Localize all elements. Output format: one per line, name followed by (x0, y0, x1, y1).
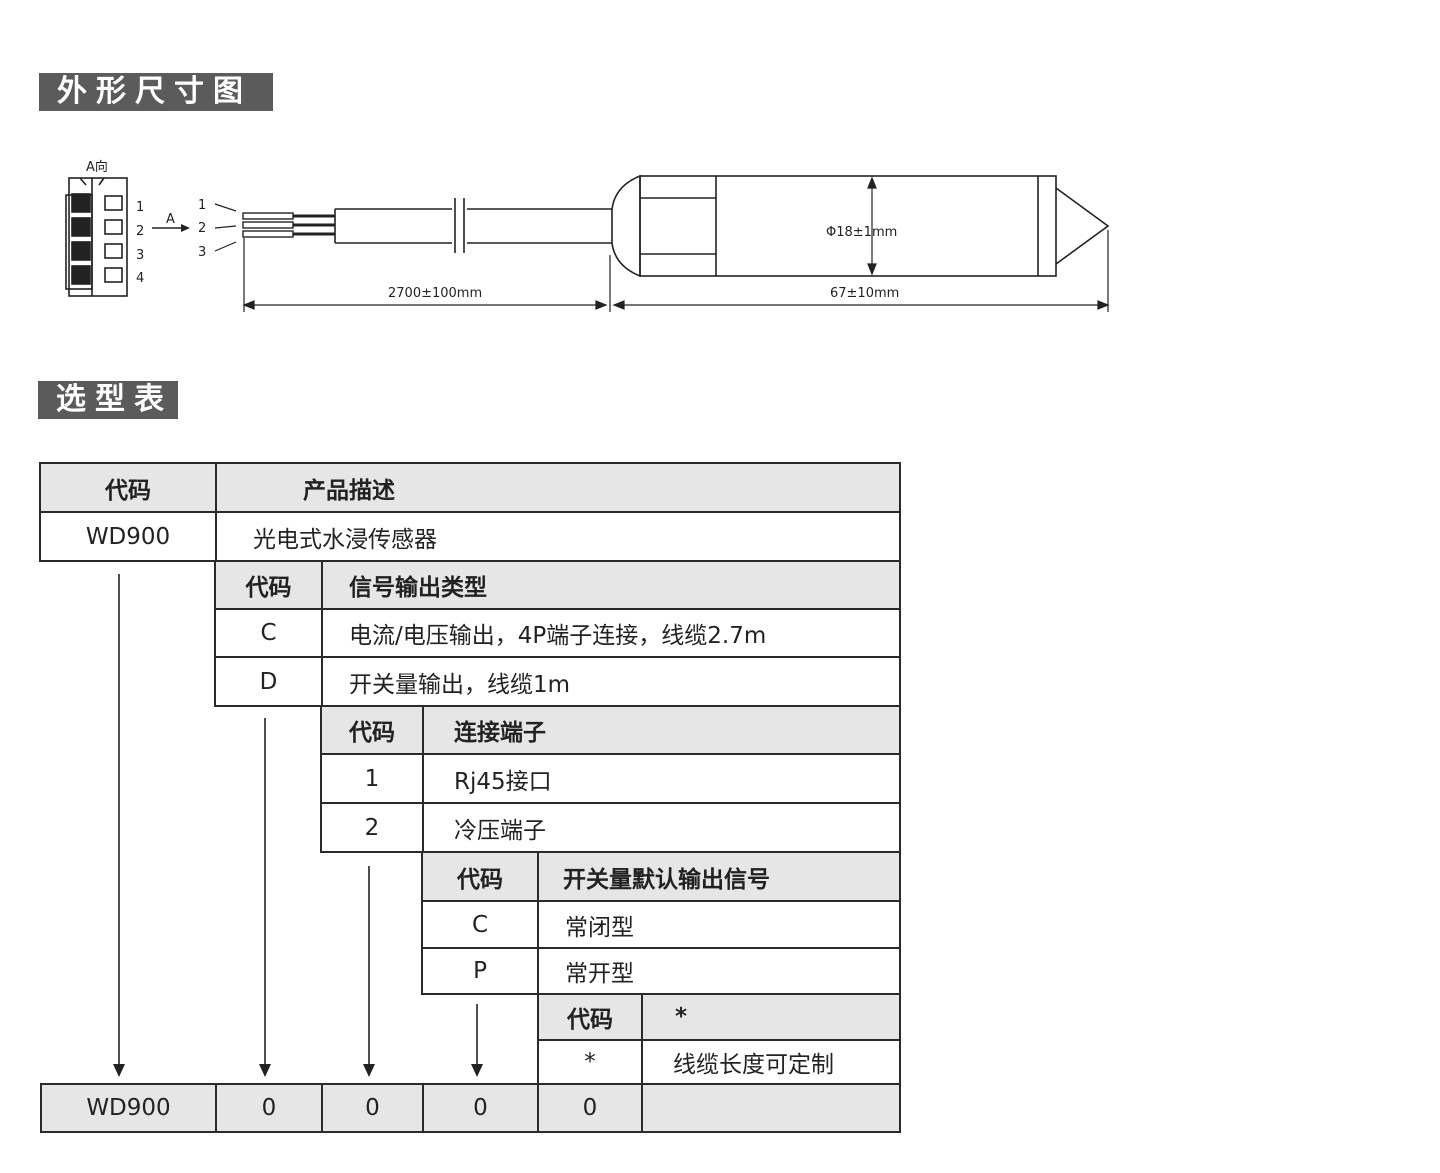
signal-header-code: 代码 (214, 560, 323, 610)
pin-slot (104, 267, 123, 283)
pin-block (71, 193, 91, 213)
view-label: A向 (86, 159, 108, 175)
cable-wires (242, 212, 335, 238)
pin-number: 2 (136, 224, 144, 239)
pin-block (71, 217, 91, 237)
wire-number: 3 (198, 245, 206, 260)
pin-slot (104, 219, 123, 235)
terminal-header-code: 代码 (320, 705, 424, 755)
terminal-header-desc: 连接端子 (422, 705, 901, 755)
pin-slot (104, 195, 123, 211)
wire-number: 2 (198, 221, 206, 236)
product-code: WD900 (39, 511, 217, 562)
result-cell: 0 (422, 1083, 539, 1133)
cable-sheath (334, 198, 612, 253)
arrow-head (259, 1064, 271, 1077)
pin-slot (104, 243, 123, 259)
pin-block (71, 265, 91, 285)
switch-header-desc: 开关量默认输出信号 (537, 851, 901, 902)
connector-a-view (65, 177, 128, 297)
arrow-head (363, 1064, 375, 1077)
pin-block (71, 241, 91, 261)
cable-length-label: 2700±100mm (388, 286, 482, 301)
diameter-label: Φ18±1mm (826, 225, 897, 240)
diameter-dimension (867, 176, 877, 276)
wire-number: 1 (198, 198, 206, 213)
result-cell (641, 1083, 901, 1133)
view-arrow (152, 224, 190, 232)
wire-leaders (214, 203, 237, 252)
pin-number: 4 (136, 271, 144, 286)
arrow-head (113, 1064, 125, 1077)
section-title-dimensions: 外形尺寸图 (39, 73, 273, 111)
length-dimensions (242, 230, 1110, 312)
probe-length-label: 67±10mm (830, 286, 899, 301)
probe-body (611, 174, 1110, 278)
result-cell: 0 (321, 1083, 424, 1133)
dimension-drawing: A向 1 2 3 4 A 1 2 3 Φ18± (65, 159, 1110, 312)
section-title-selection: 选型表 (38, 381, 178, 419)
result-cell: WD900 (40, 1083, 217, 1133)
pin-number: 1 (136, 200, 144, 215)
result-cell: 0 (537, 1083, 643, 1133)
view-arrow-label: A (166, 212, 175, 227)
arrow-head (471, 1064, 483, 1077)
pin-number: 3 (136, 248, 144, 263)
signal-header-desc: 信号输出类型 (321, 560, 901, 610)
table-header-desc: 产品描述 (215, 462, 901, 513)
result-cell: 0 (215, 1083, 323, 1133)
